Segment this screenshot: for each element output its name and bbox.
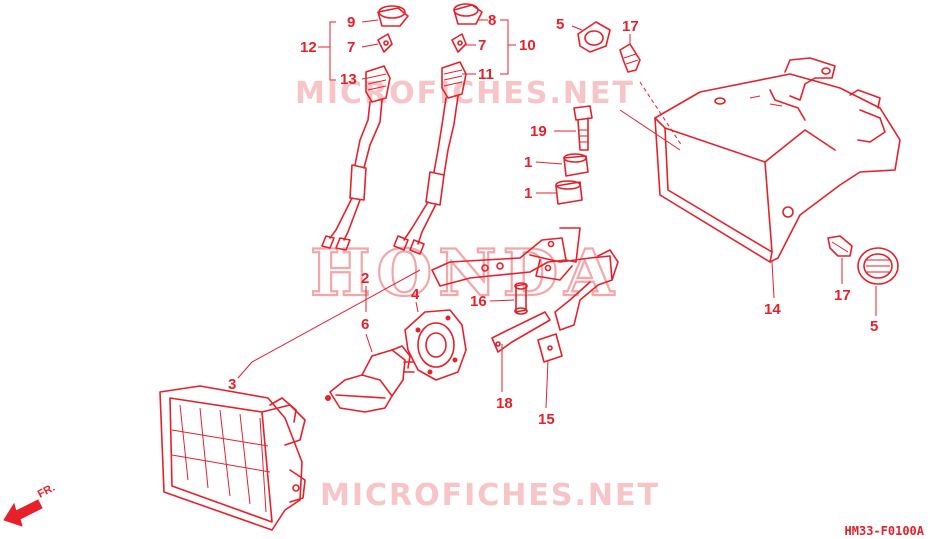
cap-5-top [577, 21, 611, 53]
callout-16-label: 16 [470, 293, 487, 310]
callout-10-label: 10 [519, 37, 536, 54]
callout-13-label: 13 [340, 71, 357, 88]
diagram-code: HM33-F0100A [845, 524, 925, 538]
callout-19-label: 19 [530, 123, 547, 140]
callout-numbers: 9 12 7 13 8 7 10 11 5 17 19 1 1 2 6 4 3 … [228, 12, 878, 428]
callout-1-lower-label: 1 [524, 185, 532, 202]
screw-17-top [619, 43, 641, 73]
watermark-site-bottom: MICROFICHES.NET [320, 478, 660, 513]
callout-1-upper-label: 1 [524, 154, 532, 171]
callout-15-label: 15 [538, 411, 555, 428]
leader-lines [237, 19, 877, 409]
bracket-15 [537, 333, 563, 363]
rubber-grommets [555, 153, 589, 205]
reflector-5-side [857, 247, 899, 285]
callout-18-label: 18 [496, 395, 513, 412]
callout-2-label: 2 [361, 270, 369, 287]
bulb-socket [404, 309, 467, 381]
callout-17-side-label: 17 [834, 287, 851, 304]
headlight-stay [431, 227, 619, 331]
callout-8-label: 8 [488, 12, 496, 29]
callout-7-right-label: 7 [478, 37, 486, 54]
callout-5-top-label: 5 [556, 16, 564, 33]
callout-11-label: 11 [478, 66, 494, 83]
plate-18 [491, 311, 551, 353]
front-direction-arrow: FR. [3, 482, 57, 527]
mounting-bolt [573, 105, 593, 151]
callout-4-label: 4 [411, 286, 420, 303]
callout-14-label: 14 [764, 301, 781, 318]
headlight-case [654, 57, 901, 263]
callout-17-top-label: 17 [622, 18, 639, 35]
wire-harness-left [321, 5, 409, 251]
watermark-brand: HONDA [310, 236, 620, 311]
screw-17-side [827, 235, 853, 257]
headlight-unit [159, 385, 306, 531]
callout-3-label: 3 [228, 376, 236, 393]
callout-5-side-label: 5 [870, 318, 878, 335]
callout-6-label: 6 [361, 316, 369, 333]
callout-12-label: 12 [300, 39, 317, 56]
callout-9-label: 9 [347, 14, 355, 31]
collar-16 [514, 282, 528, 315]
callout-7-left-label: 7 [347, 39, 355, 56]
headlight-bulb [325, 345, 415, 413]
wire-harness-right [393, 3, 483, 255]
front-direction-label: FR. [36, 482, 57, 501]
